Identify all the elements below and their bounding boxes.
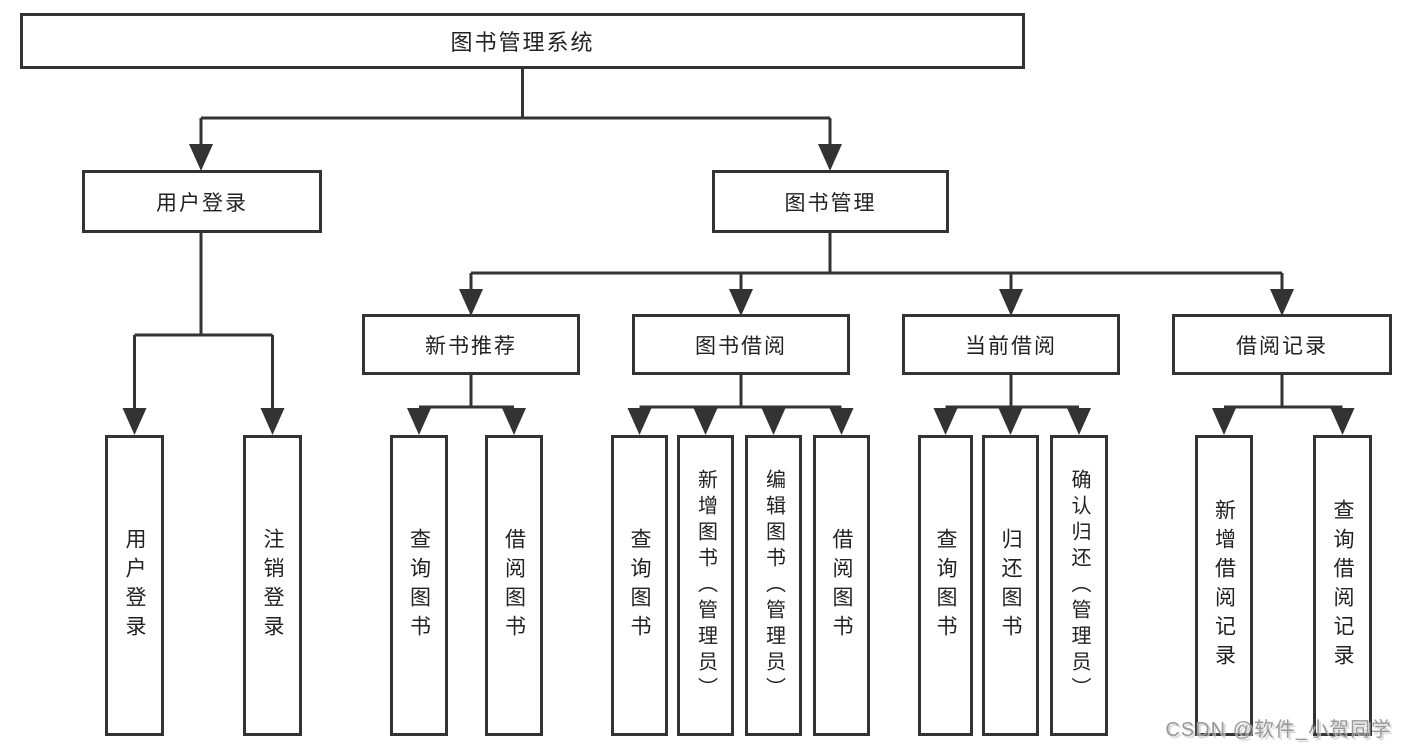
leaf-newbook-query-books: 查询图书 xyxy=(390,435,448,736)
leaf-user-login: 用户登录 xyxy=(105,435,164,736)
node-library-management-system: 图书管理系统 xyxy=(20,13,1025,69)
leaf-borrow-edit-books-admin: 编辑图书（管理员） xyxy=(745,435,802,736)
node-new-book-recommend: 新书推荐 xyxy=(362,314,580,375)
tree-branch-lines xyxy=(133,68,1343,409)
leaf-current-confirm-return-admin: 确认归还（管理员） xyxy=(1050,435,1108,736)
node-user-login: 用户登录 xyxy=(82,170,322,233)
leaf-borrow-query-books: 查询图书 xyxy=(611,435,668,736)
leaf-borrow-add-books-admin: 新增图书（管理员） xyxy=(677,435,734,736)
leaf-logout: 注销登录 xyxy=(243,435,302,736)
leaf-records-add-borrow-record: 新增借阅记录 xyxy=(1195,435,1253,736)
csdn-watermark: CSDN @软件_小贺同学 xyxy=(1165,719,1392,741)
leaf-current-query-books: 查询图书 xyxy=(918,435,973,736)
leaf-current-return-books: 归还图书 xyxy=(982,435,1039,736)
arrowheads xyxy=(122,144,1355,435)
leaf-newbook-borrow-books: 借阅图书 xyxy=(485,435,543,736)
node-book-borrow: 图书借阅 xyxy=(632,314,850,375)
leaf-records-query-borrow-record: 查询借阅记录 xyxy=(1313,435,1372,736)
leaf-borrow-borrow-books: 借阅图书 xyxy=(813,435,870,736)
node-current-borrow: 当前借阅 xyxy=(902,314,1120,375)
node-book-management: 图书管理 xyxy=(712,170,949,233)
node-borrow-records: 借阅记录 xyxy=(1172,314,1392,375)
